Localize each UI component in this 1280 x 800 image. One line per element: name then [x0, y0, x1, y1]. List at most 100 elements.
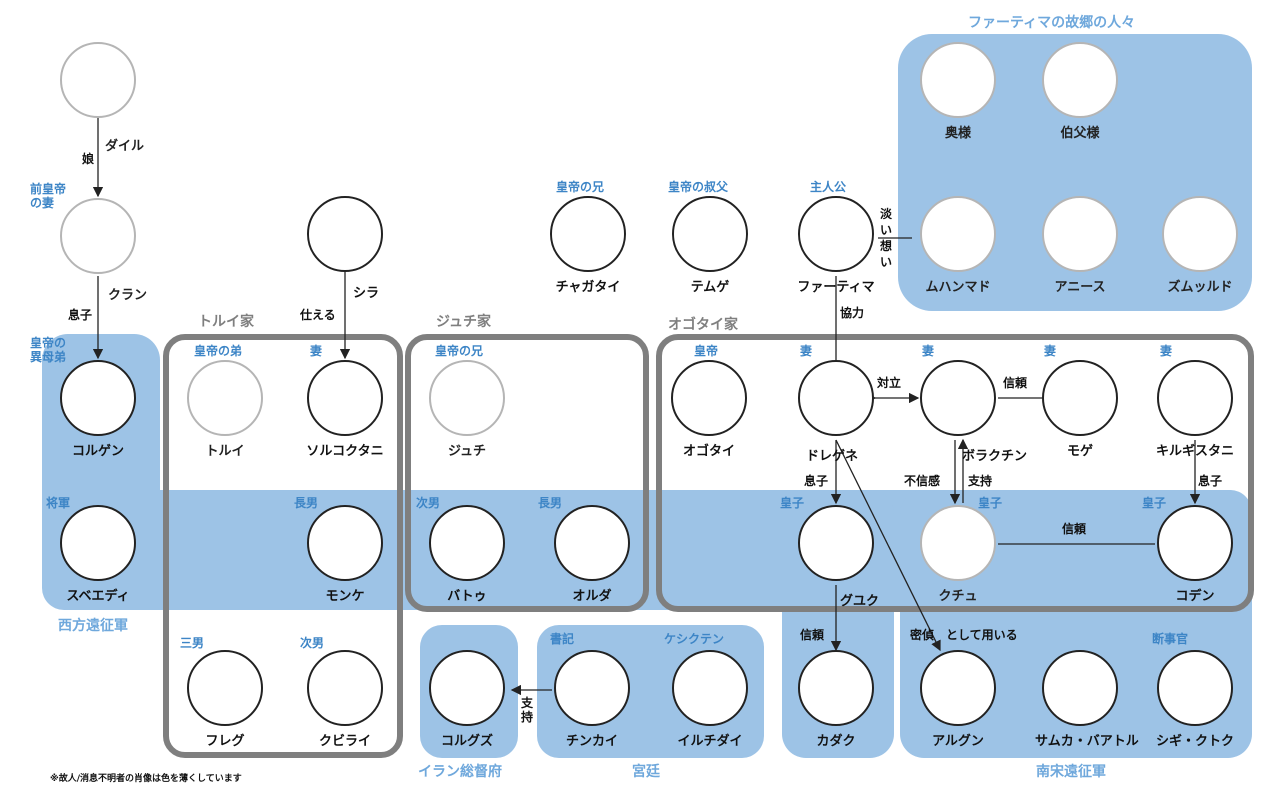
name-samuka: サムカ・バアトル [1035, 734, 1139, 749]
name-chinkai: チンカイ [565, 734, 618, 749]
portrait-samuka [1042, 650, 1118, 726]
name-kochu: クチュ [938, 589, 978, 604]
name-borakchin: ボラクチン [962, 449, 1028, 464]
name-ilchidai: イルチダイ [677, 734, 743, 749]
portrait-toregene [798, 360, 874, 436]
character-kulan [53, 198, 143, 274]
relation-trust-kochu-koden: 信頼 [1062, 522, 1087, 536]
name-shigi: シギ・クトク [1155, 734, 1234, 749]
role-jochi: 皇帝の兄 [435, 344, 484, 358]
portrait-batu [429, 505, 505, 581]
role-ogedei: 皇帝 [694, 344, 719, 358]
character-muhammad: ムハンマド [913, 196, 1003, 295]
role-sorghaghtani: 妻 [310, 344, 323, 358]
group-title-southern-song: 南宋遠征軍 [1036, 764, 1106, 780]
name-shira: シラ [353, 286, 380, 301]
group-title-court: 宮廷 [632, 764, 660, 780]
character-shira [300, 196, 390, 272]
name-kadak: カダク [816, 734, 856, 749]
character-sorghaghtani: ソルコクタニ [300, 360, 390, 459]
name-toregene: ドレゲネ [806, 449, 859, 464]
name-hulegu: フレグ [205, 734, 245, 749]
name-temuge: テムゲ [690, 280, 730, 295]
name-kolgen: コルゲン [71, 444, 124, 459]
role-toregene: 妻 [800, 344, 813, 358]
portrait-koden [1157, 505, 1233, 581]
portrait-chinkai [554, 650, 630, 726]
name-kublai: クビライ [318, 734, 371, 749]
role-orda: 長男 [538, 496, 563, 510]
portrait-borakchin [920, 360, 996, 436]
character-chagatai: チャガタイ [543, 196, 633, 295]
name-ogedei: オゴタイ [682, 444, 735, 459]
character-alugun: アルグン [913, 650, 1003, 749]
role-koden: 皇子 [1142, 496, 1167, 510]
relation-serves: 仕える [300, 308, 336, 322]
role-chagatai: 皇帝の兄 [556, 180, 605, 194]
character-dail [53, 42, 143, 118]
portrait-zumurrud [1162, 196, 1238, 272]
character-fatima: ファーティマ [791, 196, 881, 295]
name-muhammad: ムハンマド [925, 280, 991, 295]
portrait-ilchidai [672, 650, 748, 726]
portrait-korguz [429, 650, 505, 726]
role-kolgen: 皇帝の 異母弟 [30, 336, 67, 364]
character-zumurrud: ズムッルド [1155, 196, 1245, 295]
portrait-temuge [672, 196, 748, 272]
portrait-chagatai [550, 196, 626, 272]
portrait-dail [60, 42, 136, 118]
character-jochi: ジュチ [422, 360, 512, 459]
relation-faint-feelings: 淡い想い [880, 207, 893, 269]
relation-trust-kadak: 信頼 [800, 628, 825, 642]
portrait-kulan [60, 198, 136, 274]
relation-spy: 密偵 として用いる [910, 628, 1018, 642]
character-kublai: クビライ [300, 650, 390, 749]
character-mongke: モンケ [300, 505, 390, 604]
name-okusama: 奥様 [944, 126, 971, 141]
portrait-kadak [798, 650, 874, 726]
character-kirgistani: キルギスタニ [1150, 360, 1240, 459]
character-guyuk [791, 505, 881, 581]
role-kirgistani: 妻 [1160, 344, 1173, 358]
portrait-alugun [920, 650, 996, 726]
character-okusama: 奥様 [913, 42, 1003, 141]
name-subedei: スベエディ [66, 589, 130, 604]
character-tolui: トルイ [180, 360, 270, 459]
role-moge: 妻 [1044, 344, 1057, 358]
character-shigi: シギ・クトク [1150, 650, 1240, 749]
portrait-ojisama [1042, 42, 1118, 118]
character-chinkai: チンカイ [547, 650, 637, 749]
relation-cooperation: 協力 [840, 306, 865, 320]
house-ogedei [656, 334, 1254, 612]
portrait-shira [307, 196, 383, 272]
portrait-kirgistani [1157, 360, 1233, 436]
portrait-guyuk [798, 505, 874, 581]
name-ojisama: 伯父様 [1060, 126, 1100, 141]
name-orda: オルダ [572, 589, 612, 604]
group-title-fatima-home: ファーティマの故郷の人々 [968, 15, 1136, 31]
name-koden: コデン [1175, 589, 1215, 604]
character-korguz: コルグズ [422, 650, 512, 749]
portrait-moge [1042, 360, 1118, 436]
portrait-ogedei [671, 360, 747, 436]
relation-daughter: 娘 [82, 152, 95, 166]
portrait-sorghaghtani [307, 360, 383, 436]
name-zumurrud: ズムッルド [1167, 280, 1233, 295]
name-kirgistani: キルギスタニ [1155, 444, 1234, 459]
house-jochi [405, 334, 649, 612]
house-tolui [163, 334, 403, 758]
portrait-anis [1042, 196, 1118, 272]
portrait-fatima [798, 196, 874, 272]
relation-trust-moge: 信頼 [1003, 376, 1028, 390]
character-borakchin [913, 360, 1003, 436]
portrait-kochu [920, 505, 996, 581]
character-ilchidai: イルチダイ [665, 650, 755, 749]
name-sorghaghtani: ソルコクタニ [306, 444, 384, 459]
role-shigi: 断事官 [1152, 632, 1189, 646]
role-guyuk: 皇子 [780, 496, 805, 510]
character-orda: オルダ [547, 505, 637, 604]
name-moge: モゲ [1066, 444, 1093, 459]
character-ogedei: オゴタイ [664, 360, 754, 459]
character-subedei: スベエディ [53, 505, 143, 604]
